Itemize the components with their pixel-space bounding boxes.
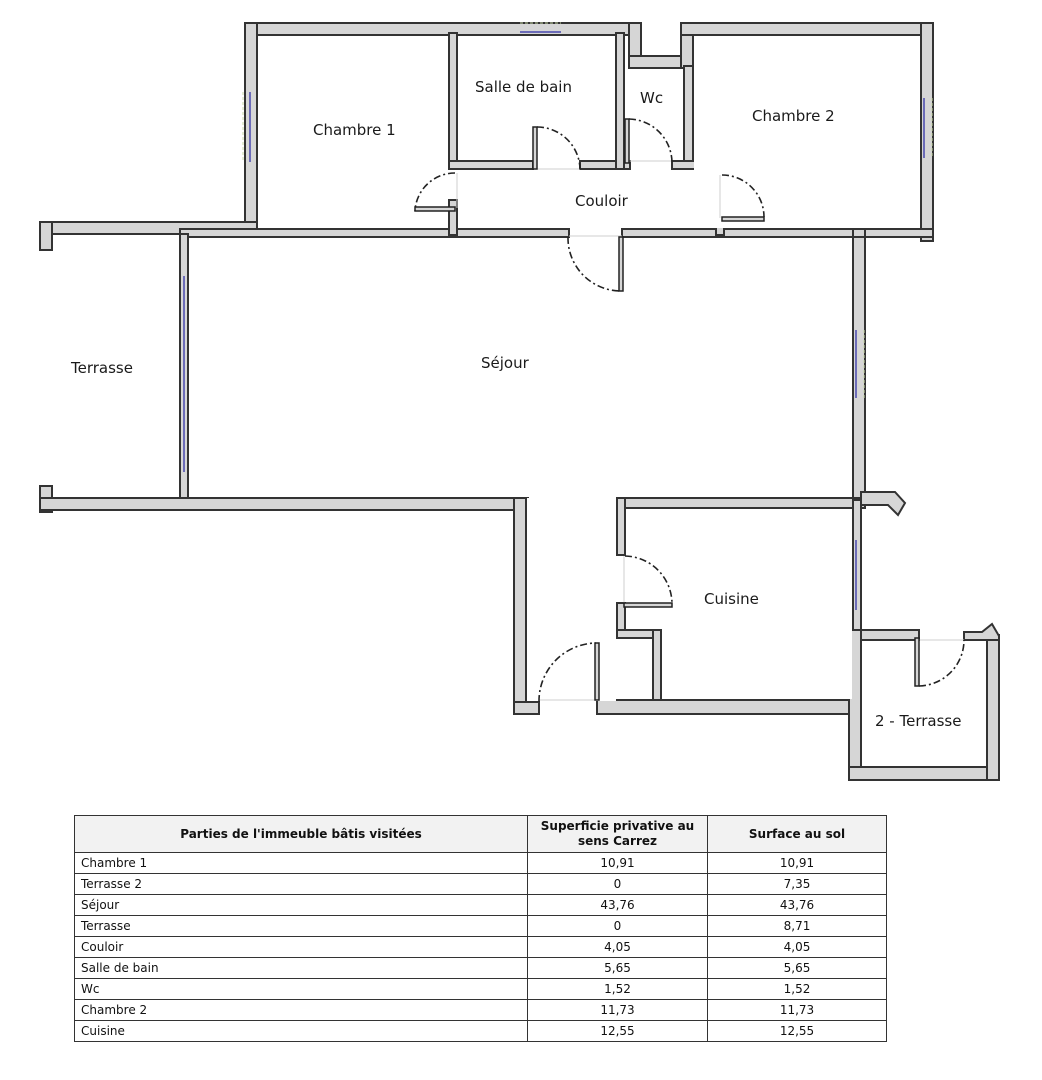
row-sol: 4,05 — [707, 936, 887, 958]
table-row: Wc 1,52 1,52 — [74, 978, 887, 1000]
row-sol: 5,65 — [707, 957, 887, 979]
row-carrez: 12,55 — [527, 1020, 708, 1042]
room-label-terrasse: Terrasse — [70, 359, 133, 377]
table-row: Séjour 43,76 43,76 — [74, 894, 887, 916]
row-name: Terrasse — [74, 915, 528, 937]
row-carrez: 0 — [527, 915, 708, 937]
room-labels: Chambre 1 Salle de bain Wc Chambre 2 Cou… — [70, 78, 961, 730]
row-name: Salle de bain — [74, 957, 528, 979]
row-carrez: 1,52 — [527, 978, 708, 1000]
row-sol: 12,55 — [707, 1020, 887, 1042]
row-name: Chambre 1 — [74, 852, 528, 874]
room-label-sejour: Séjour — [481, 354, 530, 372]
row-name: Cuisine — [74, 1020, 528, 1042]
table-row: Cuisine 12,55 12,55 — [74, 1020, 887, 1042]
row-name: Séjour — [74, 894, 528, 916]
row-carrez: 11,73 — [527, 999, 708, 1021]
table-row: Chambre 2 11,73 11,73 — [74, 999, 887, 1021]
room-label-terrasse-2: 2 - Terrasse — [875, 712, 961, 730]
surface-table: Parties de l'immeuble bâtis visitées Sup… — [74, 815, 887, 1042]
row-name: Wc — [74, 978, 528, 1000]
room-label-cuisine: Cuisine — [704, 590, 759, 608]
room-label-couloir: Couloir — [575, 192, 629, 210]
room-label-chambre-2: Chambre 2 — [752, 107, 835, 125]
row-carrez: 10,91 — [527, 852, 708, 874]
table-header-row: Parties de l'immeuble bâtis visitées Sup… — [74, 815, 887, 853]
floor-plan: Chambre 1 Salle de bain Wc Chambre 2 Cou… — [39, 22, 1000, 781]
table-row: Chambre 1 10,91 10,91 — [74, 852, 887, 874]
row-carrez: 5,65 — [527, 957, 708, 979]
table-row: Salle de bain 5,65 5,65 — [74, 957, 887, 979]
table-row: Terrasse 0 8,71 — [74, 915, 887, 937]
row-sol: 43,76 — [707, 894, 887, 916]
windows — [183, 22, 933, 610]
header-surface-sol: Surface au sol — [707, 815, 887, 853]
header-parties: Parties de l'immeuble bâtis visitées — [74, 815, 528, 853]
row-carrez: 43,76 — [527, 894, 708, 916]
row-carrez: 0 — [527, 873, 708, 895]
row-sol: 11,73 — [707, 999, 887, 1021]
row-sol: 8,71 — [707, 915, 887, 937]
row-sol: 10,91 — [707, 852, 887, 874]
doors — [414, 118, 965, 703]
row-sol: 1,52 — [707, 978, 887, 1000]
row-carrez: 4,05 — [527, 936, 708, 958]
room-interiors — [53, 36, 986, 766]
room-label-wc: Wc — [640, 89, 663, 107]
row-sol: 7,35 — [707, 873, 887, 895]
row-name: Terrasse 2 — [74, 873, 528, 895]
table-row: Terrasse 2 0 7,35 — [74, 873, 887, 895]
room-label-salle-de-bain: Salle de bain — [475, 78, 572, 96]
table-row: Couloir 4,05 4,05 — [74, 936, 887, 958]
room-label-chambre-1: Chambre 1 — [313, 121, 396, 139]
row-name: Couloir — [74, 936, 528, 958]
header-carrez: Superficie privative au sens Carrez — [527, 815, 708, 853]
row-name: Chambre 2 — [74, 999, 528, 1021]
